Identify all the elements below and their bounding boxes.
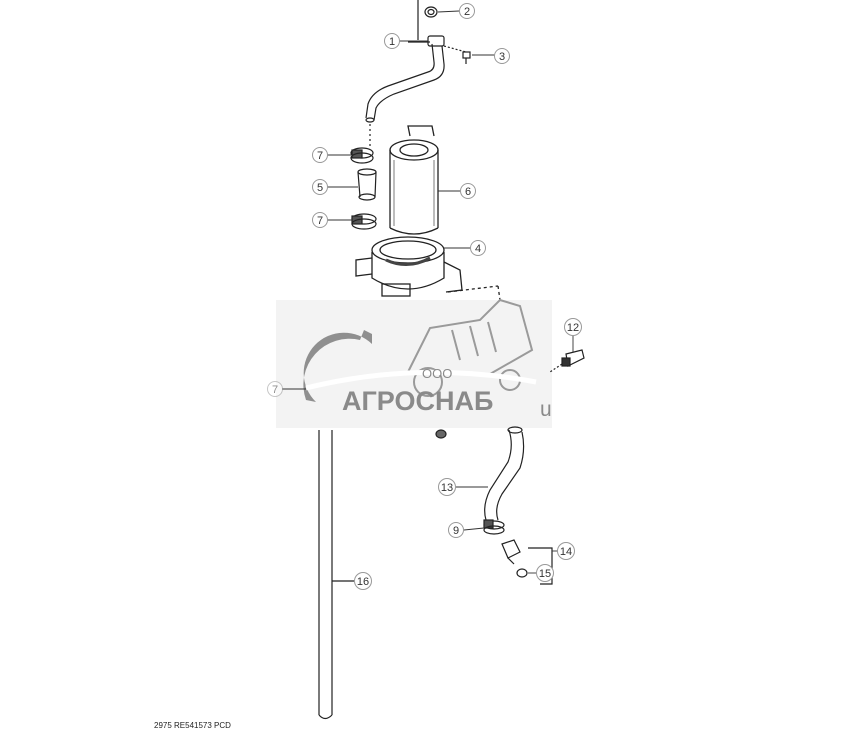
callout-15: 15 [536, 564, 554, 582]
svg-text:13: 13 [441, 482, 453, 494]
callout-16: 16 [354, 572, 372, 590]
callout-7-upper: 7 [312, 147, 328, 163]
part-16-long-tube [318, 430, 354, 720]
gear-icon [303, 330, 372, 402]
part-14-fitting [501, 539, 553, 585]
svg-text:15: 15 [539, 568, 551, 580]
part-2-o-ring [424, 6, 438, 18]
part-6-filter-element [389, 125, 439, 235]
callout-7-lower: 7 [312, 212, 328, 228]
callout-13: 13 [438, 478, 456, 496]
part-4-filter-housing [355, 236, 501, 301]
svg-text:7: 7 [317, 150, 323, 162]
diagram-footer-code: 2975 RE541573 PCD [154, 721, 231, 730]
part-5-hose [357, 168, 377, 201]
svg-text:7: 7 [317, 215, 323, 227]
watermark-prefix: ООО [422, 366, 452, 381]
callout-9: 9 [448, 522, 464, 538]
nut [435, 429, 447, 439]
callout-3: 3 [494, 48, 510, 64]
callout-2: 2 [459, 3, 475, 19]
svg-text:2: 2 [464, 6, 470, 18]
part-1-breather-pipe [365, 0, 445, 146]
svg-text:1: 1 [389, 36, 395, 48]
svg-text:16: 16 [357, 576, 369, 588]
part-9-clamp [483, 519, 505, 535]
svg-text:9: 9 [453, 525, 459, 537]
part-13-fuel-hose [484, 426, 525, 521]
part-12-sensor [549, 349, 585, 373]
watermark-company-name: АГРОСНАБ [342, 386, 493, 416]
callout-1: 1 [384, 33, 400, 49]
callout-12: 12 [564, 318, 582, 336]
svg-text:12: 12 [567, 322, 579, 334]
part-7-clamp-upper [350, 147, 374, 164]
svg-text:4: 4 [475, 243, 481, 255]
svg-text:3: 3 [499, 51, 505, 63]
part-7-clamp-lower [351, 213, 377, 230]
callout-6: 6 [460, 183, 476, 199]
svg-text:5: 5 [317, 182, 323, 194]
part-15-o-ring [516, 568, 528, 578]
callout-14: 14 [557, 542, 575, 560]
combine-harvester-icon [406, 298, 534, 397]
callout-4: 4 [470, 240, 486, 256]
leader-lines [282, 10, 574, 574]
callouts: 1 2 3 4 5 6 7 7 [267, 3, 582, 590]
svg-text:7: 7 [272, 384, 278, 396]
part-3-screw [443, 45, 471, 64]
callout-5: 5 [312, 179, 328, 195]
svg-text:6: 6 [465, 186, 471, 198]
callout-7-watermarked: 7 [267, 381, 283, 397]
watermark-trailing-letter: u [540, 398, 552, 421]
watermark-logo: ООО АГРОСНАБ u [276, 298, 552, 428]
svg-text:14: 14 [560, 546, 572, 558]
